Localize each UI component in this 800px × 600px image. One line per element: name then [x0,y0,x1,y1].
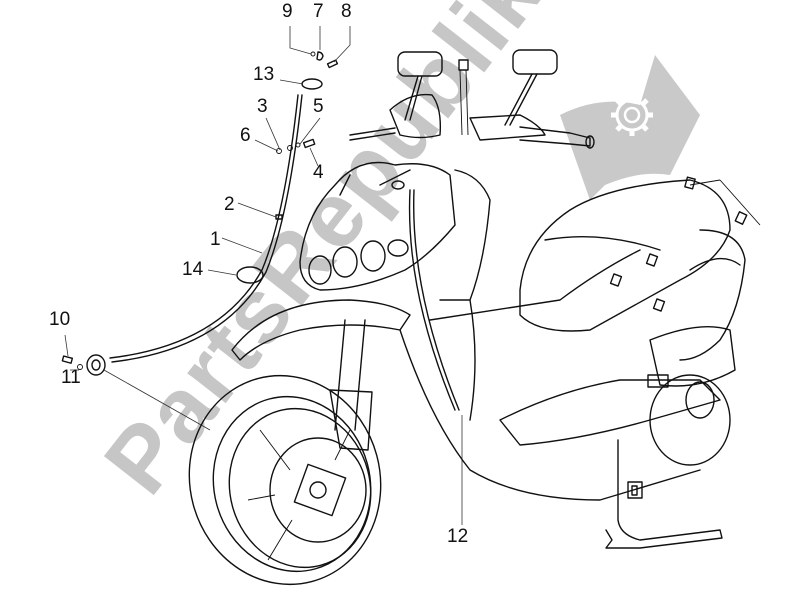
gear-icon [611,94,653,136]
callout-10: 10 [49,309,71,330]
callout-8: 8 [341,1,352,22]
callout-7: 7 [313,1,324,22]
watermark-flag [560,55,700,200]
scooter-illustration [188,49,761,586]
watermark: PartsRepublik [85,0,700,512]
callout-14: 14 [182,259,204,280]
callout-13: 13 [253,64,275,85]
callout-1: 1 [210,229,221,250]
callout-11: 11 [61,367,81,388]
callout-12: 12 [447,526,469,547]
leader-lines [64,26,463,525]
callout-4: 4 [313,162,324,183]
callout-6: 6 [240,125,251,146]
callout-5: 5 [313,96,324,117]
callout-9: 9 [282,1,293,22]
speedometer-cable [61,51,339,376]
callout-3: 3 [257,96,268,117]
callout-2: 2 [224,194,235,215]
